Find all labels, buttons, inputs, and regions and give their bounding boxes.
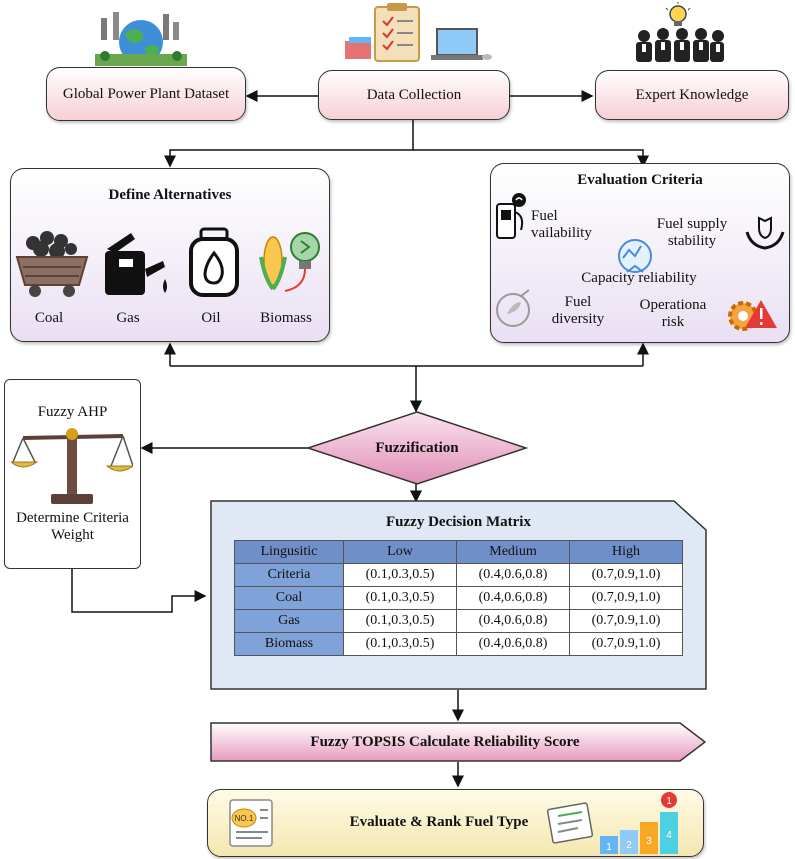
podium-number: 4 xyxy=(666,830,672,841)
evaluation-criteria-panel: Evaluation Criteria Fuel vailability Fue… xyxy=(490,163,790,343)
fuzzification-diamond xyxy=(306,411,528,485)
matrix-cell: (0.7,0.9,1.0) xyxy=(569,586,683,610)
ranking-certificate-icon: NO.1 xyxy=(229,799,273,847)
matrix-row-label: Criteria xyxy=(234,563,344,587)
fuzzy-decision-matrix: Fuzzy Decision Matrix Lingusitic Low Med… xyxy=(210,500,707,690)
alternative-coal-label: Coal xyxy=(34,310,64,326)
matrix-row-label: Coal xyxy=(234,586,344,610)
topsis-banner xyxy=(210,722,706,762)
matrix-cell: (0.7,0.9,1.0) xyxy=(569,609,683,633)
matrix-row-label: Biomass xyxy=(234,632,344,656)
hands-shield-icon xyxy=(745,216,785,250)
matrix-cell: (0.1,0.3,0.5) xyxy=(343,586,457,610)
table-row: Criteria (0.1,0.3,0.5) (0.4,0.6,0.8) (0.… xyxy=(234,563,683,587)
global-power-plant-dataset-label: Global Power Plant Dataset xyxy=(62,86,230,102)
matrix-header-cell: Lingusitic xyxy=(234,540,344,564)
matrix-cell: (0.4,0.6,0.8) xyxy=(456,563,570,587)
expert-knowledge-box: Expert Knowledge xyxy=(595,70,789,120)
balance-scale-icon xyxy=(11,428,133,504)
table-row: Gas (0.1,0.3,0.5) (0.4,0.6,0.8) (0.7,0.9… xyxy=(234,609,683,633)
matrix-header-cell: Medium xyxy=(456,540,570,564)
matrix-cell: (0.1,0.3,0.5) xyxy=(343,563,457,587)
define-alternatives-panel: Define Alternatives Coal Gas Oil Biomass xyxy=(10,168,330,342)
fuel-pump-icon xyxy=(496,193,526,239)
alternative-gas-label: Gas xyxy=(116,310,140,326)
gas-can-icon xyxy=(105,233,167,295)
factory-globe-icon xyxy=(95,12,187,66)
top-rank-badge-text: 1 xyxy=(666,796,672,807)
evaluate-rank-label: Evaluate & Rank Fuel Type xyxy=(349,814,529,830)
coal-cart-icon xyxy=(15,231,89,297)
matrix-cell: (0.7,0.9,1.0) xyxy=(569,563,683,587)
oil-tank-icon xyxy=(189,227,239,297)
matrix-table: Lingusitic Low Medium High Criteria (0.1… xyxy=(234,540,683,656)
fuzzification-label: Fuzzification xyxy=(375,440,459,456)
criterion-fuel-supply-stability-label: Fuel supply stability xyxy=(656,216,728,249)
experts-lightbulb-icon xyxy=(636,2,724,62)
define-alternatives-title: Define Alternatives xyxy=(108,187,232,203)
podium-number: 1 xyxy=(606,842,612,853)
fuzzy-ahp-title: Fuzzy AHP xyxy=(37,404,108,420)
matrix-header-cell: High xyxy=(569,540,683,564)
matrix-cell: (0.4,0.6,0.8) xyxy=(456,632,570,656)
alternative-biomass-label: Biomass xyxy=(260,310,312,326)
evaluation-criteria-title: Evaluation Criteria xyxy=(577,172,703,188)
biomass-corn-bulb-icon xyxy=(259,232,320,292)
matrix-cell: (0.1,0.3,0.5) xyxy=(343,632,457,656)
podium-chart-icon: 1 2 3 4 1 xyxy=(546,792,678,854)
table-row: Biomass (0.1,0.3,0.5) (0.4,0.6,0.8) (0.7… xyxy=(234,632,683,656)
fuel-diversity-icon xyxy=(496,289,530,327)
matrix-row-label: Gas xyxy=(234,609,344,633)
criterion-operational-risk-label: Operationa risk xyxy=(639,297,707,330)
capacity-gauge-icon xyxy=(618,239,652,273)
matrix-cell: (0.4,0.6,0.8) xyxy=(456,609,570,633)
fuzzy-ahp-box: Fuzzy AHP Determine Criteria Weight xyxy=(4,379,141,569)
matrix-cell: (0.7,0.9,1.0) xyxy=(569,632,683,656)
matrix-cell: (0.1,0.3,0.5) xyxy=(343,609,457,633)
data-collection-label: Data Collection xyxy=(366,87,462,103)
evaluate-rank-box: NO.1 Evaluate & Rank Fuel Type 1 2 3 4 1 xyxy=(207,789,704,857)
clipboard-laptop-icon xyxy=(345,3,492,62)
topsis-label: Fuzzy TOPSIS Calculate Reliability Score xyxy=(310,734,580,750)
rank-badge-text: NO.1 xyxy=(235,814,254,823)
matrix-title: Fuzzy Decision Matrix xyxy=(386,514,531,530)
podium-number: 3 xyxy=(646,836,652,847)
gear-warning-icon xyxy=(728,300,777,331)
global-power-plant-dataset-box: Global Power Plant Dataset xyxy=(46,67,246,121)
matrix-header-row: Lingusitic Low Medium High xyxy=(234,540,683,564)
matrix-cell: (0.4,0.6,0.8) xyxy=(456,586,570,610)
criterion-fuel-availability-label: Fuel vailability xyxy=(531,208,592,241)
table-row: Coal (0.1,0.3,0.5) (0.4,0.6,0.8) (0.7,0.… xyxy=(234,586,683,610)
criterion-fuel-diversity-label: Fuel diversity xyxy=(551,294,605,327)
alternative-oil-label: Oil xyxy=(201,310,221,326)
fuzzy-ahp-subtitle: Determine Criteria Weight xyxy=(16,510,129,543)
criterion-capacity-reliability-label: Capacity reliability xyxy=(581,270,697,286)
matrix-header-cell: Low xyxy=(343,540,457,564)
podium-number: 2 xyxy=(626,840,632,851)
expert-knowledge-label: Expert Knowledge xyxy=(635,87,749,103)
data-collection-box: Data Collection xyxy=(318,70,510,120)
